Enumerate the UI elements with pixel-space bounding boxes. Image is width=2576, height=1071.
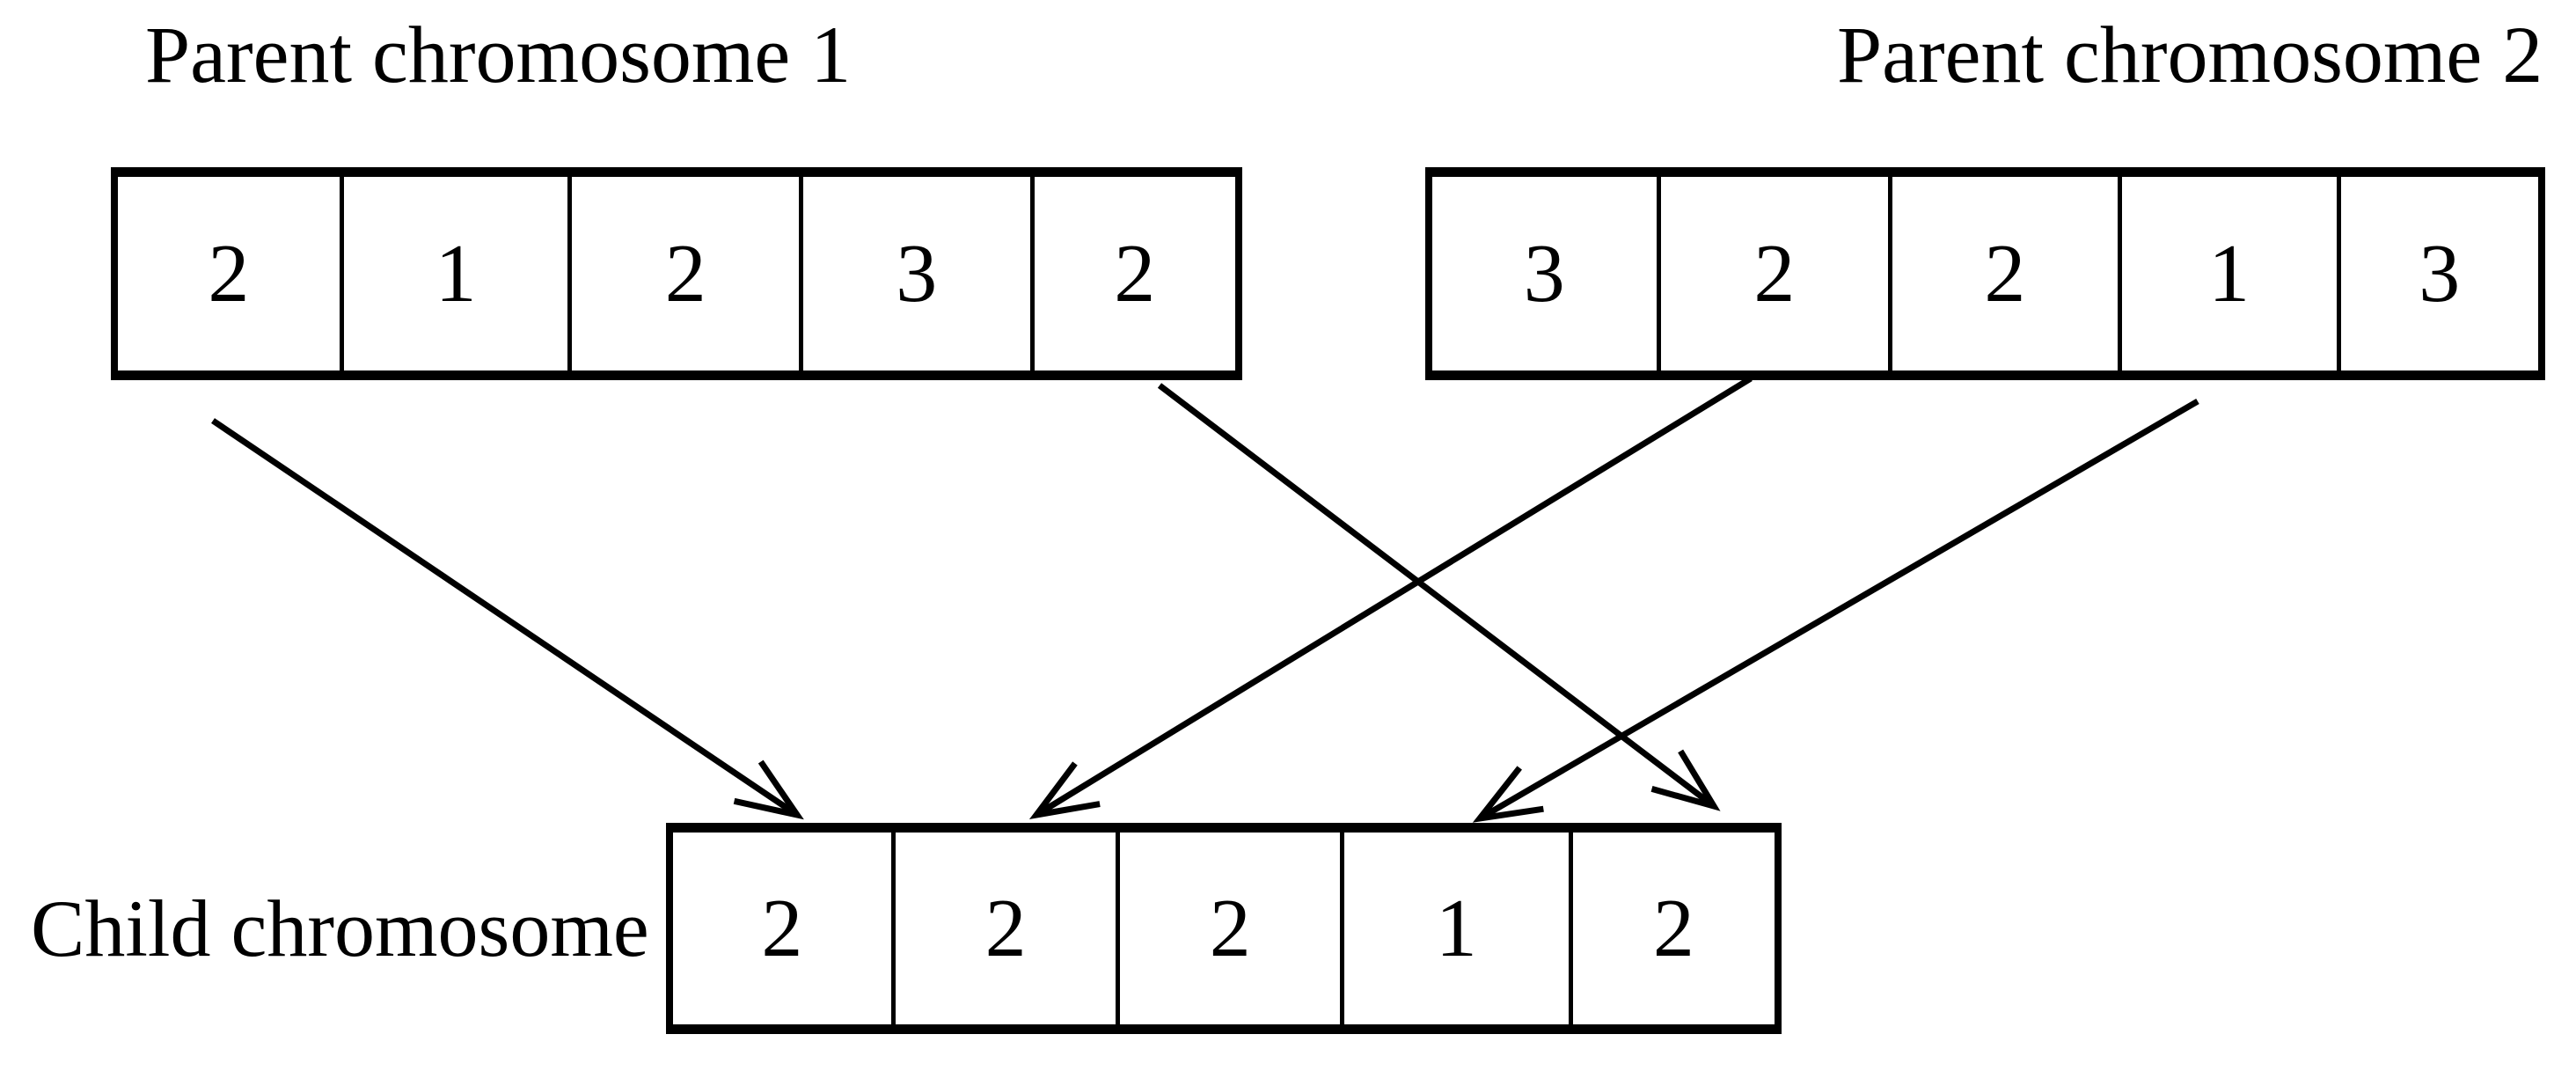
- child-gene-1: 2: [761, 883, 803, 974]
- arrow-parent1-gene1-to-child-gene1: [211, 418, 804, 820]
- child-gene-5: 2: [1568, 833, 1775, 1024]
- parent1-gene-2: 1: [339, 177, 568, 370]
- child-gene-2: 2: [890, 833, 1116, 1024]
- parent2-gene-3: 2: [1888, 177, 2118, 370]
- parent2-chromosome: 3 2 2 1 3: [1425, 167, 2545, 380]
- parent1-gene-4: 3: [799, 177, 1030, 370]
- child-gene-3: 2: [1116, 833, 1340, 1024]
- arrow-parent1-gene5-to-child-gene5: [1157, 383, 1721, 811]
- parent2-gene-1: 3: [1523, 228, 1565, 319]
- parent1-gene-1: 2: [208, 228, 250, 319]
- child-chromosome-label: Child chromosome: [31, 884, 649, 973]
- parent1-chromosome: 2 1 2 3 2: [111, 167, 1242, 380]
- arrow-parent2-gene4-to-child-gene4: [1472, 398, 2199, 823]
- child-chromosome: 2 2 2 1 2: [666, 823, 1782, 1034]
- parent2-gene-5: 3: [2336, 177, 2538, 370]
- parent2-gene-4: 1: [2117, 177, 2337, 370]
- parent2-gene-2: 2: [1656, 177, 1888, 370]
- parent1-title: Parent chromosome 1: [145, 10, 852, 99]
- parent1-gene-5: 2: [1029, 177, 1235, 370]
- parent2-title: Parent chromosome 2: [1837, 10, 2543, 99]
- child-gene-4: 1: [1340, 833, 1569, 1024]
- parent1-gene-3: 2: [567, 177, 799, 370]
- arrow-parent2-gene2-to-child-gene2: [1028, 376, 1753, 819]
